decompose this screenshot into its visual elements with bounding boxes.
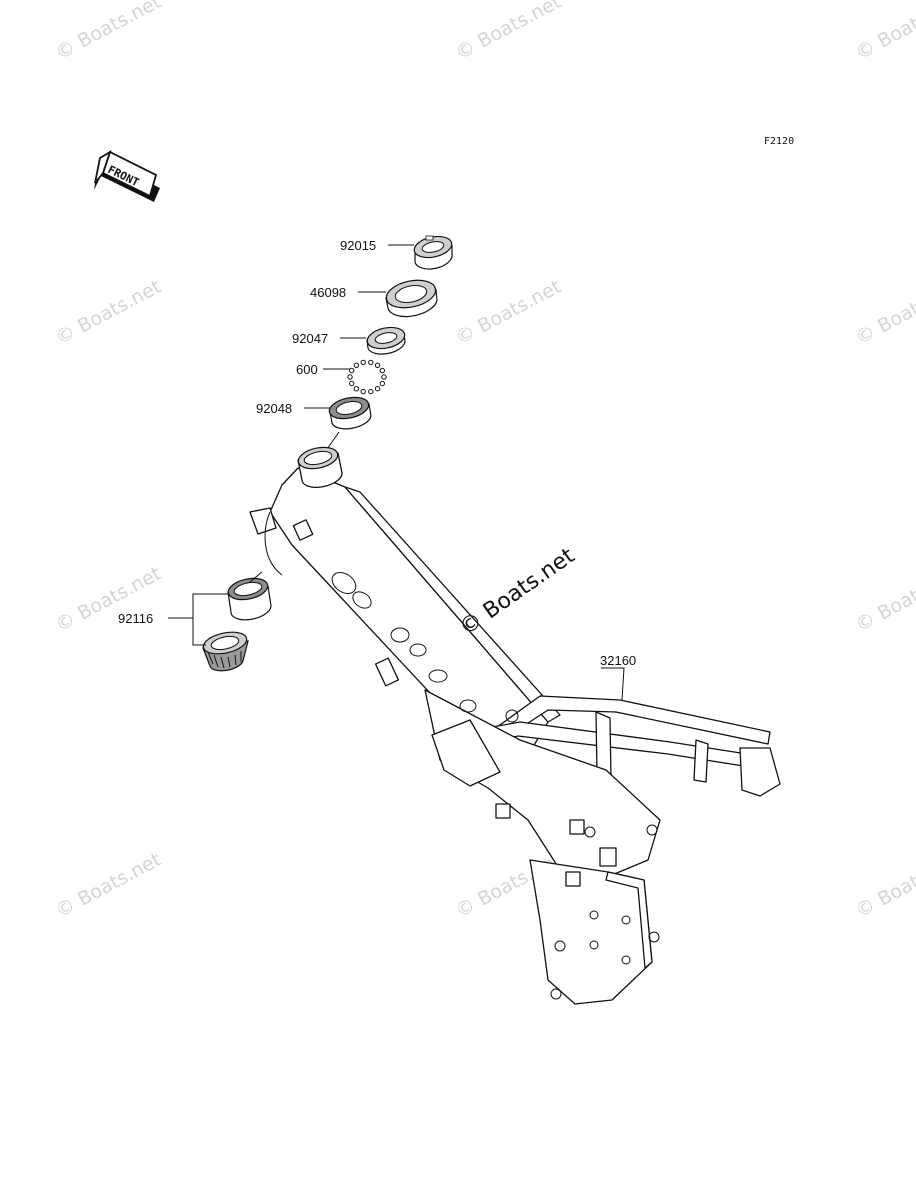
part-label-92048: 92048 xyxy=(256,401,292,416)
watermark: © Boats.net xyxy=(52,276,165,350)
part-label-92116: 92116 xyxy=(118,611,153,626)
steel-ball xyxy=(360,388,366,395)
part-92116-roller-bearing xyxy=(202,631,249,672)
part-label-46098: 46098 xyxy=(310,285,346,300)
steel-ball xyxy=(349,380,355,387)
watermark: © Boats.net xyxy=(452,276,565,350)
steel-ball xyxy=(368,359,374,366)
part-92047-race xyxy=(366,326,406,355)
watermark: © Boats.net xyxy=(852,276,916,350)
part-32160-frame xyxy=(249,446,781,1005)
steel-ball xyxy=(374,386,381,392)
part-92015-locknut xyxy=(413,235,453,270)
part-92116-bearing-race xyxy=(227,577,272,621)
steel-ball xyxy=(353,362,360,368)
steel-ball xyxy=(347,374,353,380)
steel-ball xyxy=(353,386,360,392)
watermark: © Boats.net xyxy=(852,563,916,637)
center-watermark: © Boats.net xyxy=(455,543,580,641)
watermark: © Boats.net xyxy=(52,0,165,64)
watermark: © Boats.net xyxy=(52,849,165,923)
part-92048-race xyxy=(328,396,372,430)
steel-ball xyxy=(381,374,387,380)
steel-ball xyxy=(349,367,355,374)
steel-ball xyxy=(360,359,366,366)
watermark: © Boats.net xyxy=(852,849,916,923)
steel-ball xyxy=(368,388,374,395)
steel-ball xyxy=(379,367,385,374)
part-label-92015: 92015 xyxy=(340,238,376,253)
steel-ball xyxy=(374,362,381,368)
watermark: © Boats.net xyxy=(452,0,565,64)
sheet-code: F2120 xyxy=(764,136,794,147)
steel-ball xyxy=(379,380,385,387)
front-arrow: FRONT xyxy=(94,149,160,202)
watermark: © Boats.net xyxy=(852,0,916,64)
part-label-600: 600 xyxy=(296,362,318,377)
part-label-92047: 92047 xyxy=(292,331,328,346)
part-46098-seal xyxy=(385,279,438,318)
part-label-32160: 32160 xyxy=(600,653,636,668)
part-600-steel-balls xyxy=(347,359,387,395)
